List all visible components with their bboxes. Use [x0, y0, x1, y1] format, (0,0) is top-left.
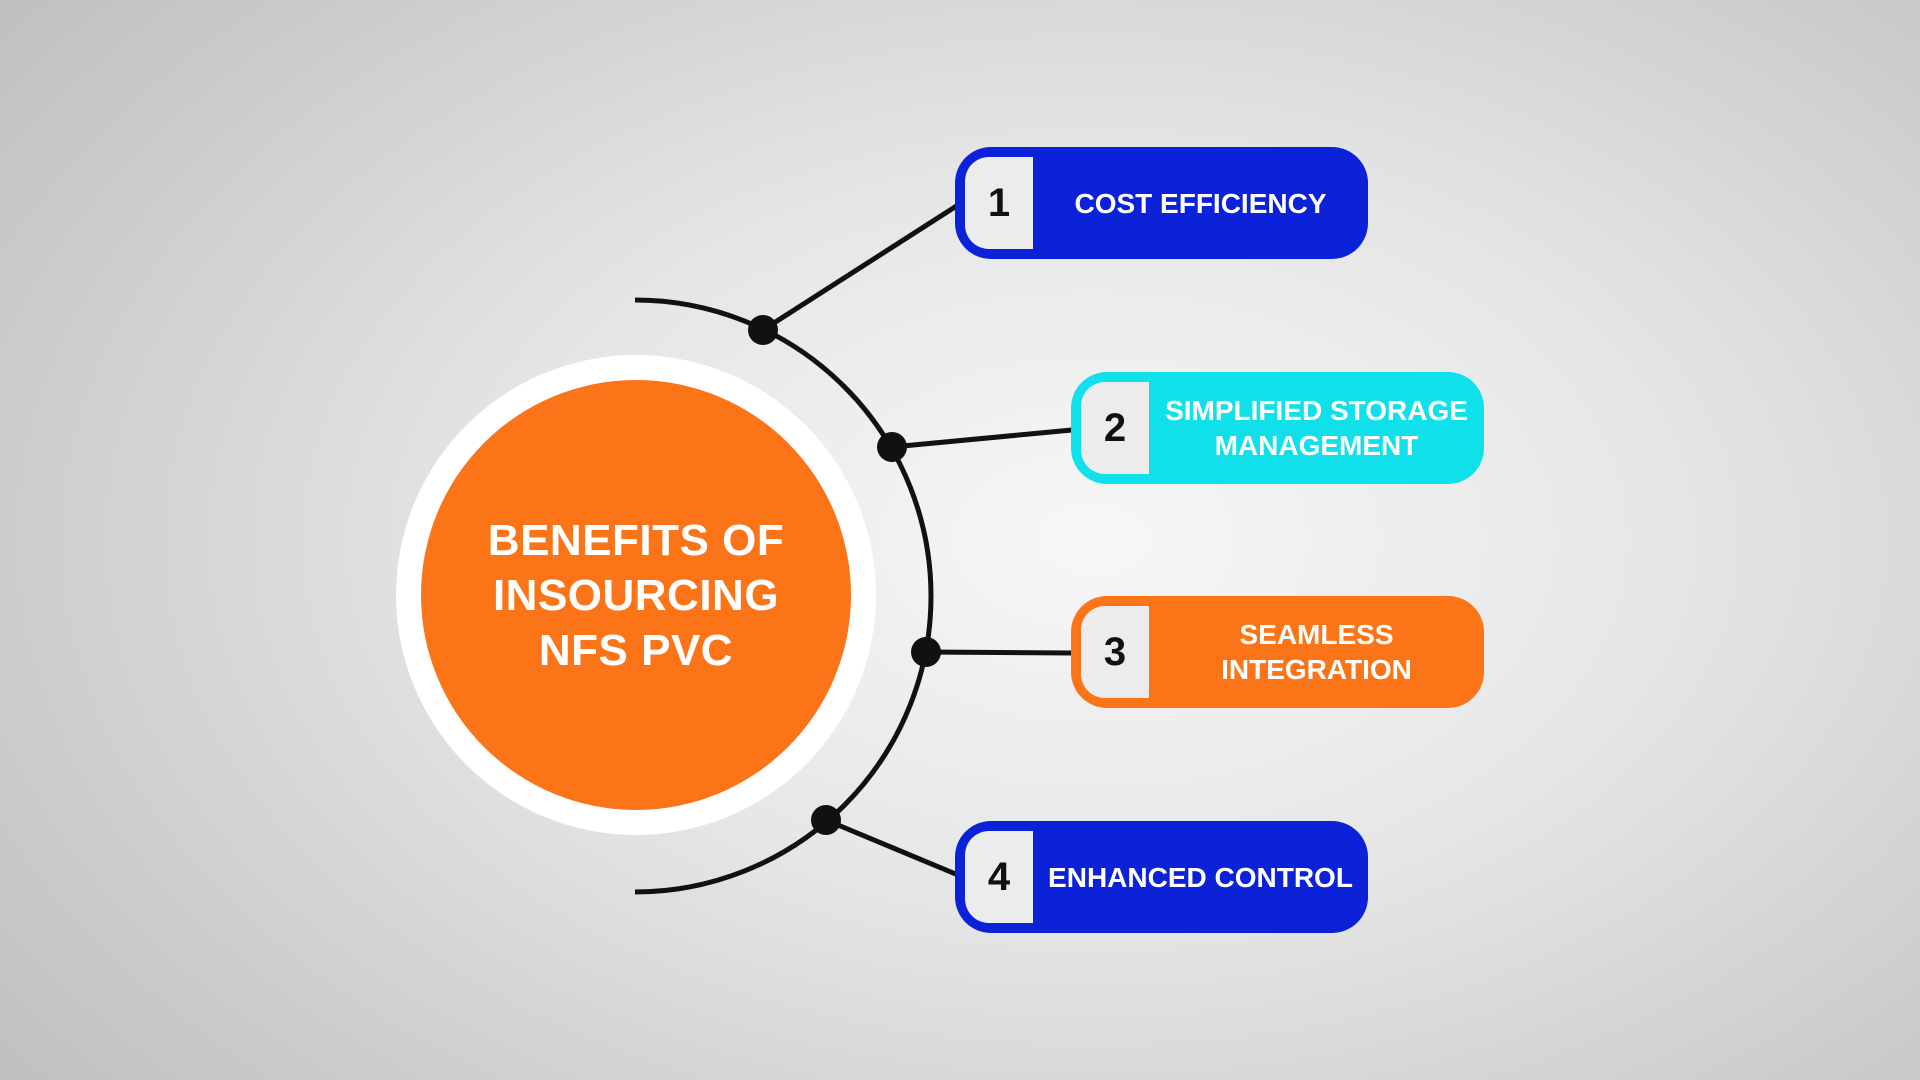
- connector-node-2: [877, 432, 907, 462]
- connector-line-2: [891, 427, 1073, 450]
- benefit-label-1: COST EFFICIENCY: [1074, 187, 1327, 219]
- benefit-label-3: SEAMLESS INTEGRATION: [1221, 619, 1412, 685]
- benefit-pill-2: 2 SIMPLIFIED STORAGE MANAGEMENT: [1071, 372, 1484, 484]
- benefit-number-1: 1: [965, 157, 1033, 249]
- connector-node-1: [748, 315, 778, 345]
- benefit-pill-4: 4 ENHANCED CONTROL: [955, 821, 1368, 933]
- benefit-label-4: ENHANCED CONTROL: [1048, 861, 1353, 893]
- benefit-number-4: 4: [965, 831, 1033, 923]
- connector-line-1: [761, 202, 960, 333]
- benefit-number-3: 3: [1081, 606, 1149, 698]
- hub-circle: BENEFITS OF INSOURCING NFS PVC: [421, 380, 851, 810]
- connector-node-3: [911, 637, 941, 667]
- benefit-number-2: 2: [1081, 382, 1149, 474]
- connector-line-3: [925, 649, 1073, 656]
- connector-line-4: [825, 817, 959, 878]
- hub-title: BENEFITS OF INSOURCING NFS PVC: [487, 515, 785, 675]
- benefit-label-2: SIMPLIFIED STORAGE MANAGEMENT: [1165, 395, 1468, 461]
- connector-node-4: [811, 805, 841, 835]
- benefit-pill-3: 3 SEAMLESS INTEGRATION: [1071, 596, 1484, 708]
- benefit-pill-1: 1 COST EFFICIENCY: [955, 147, 1368, 259]
